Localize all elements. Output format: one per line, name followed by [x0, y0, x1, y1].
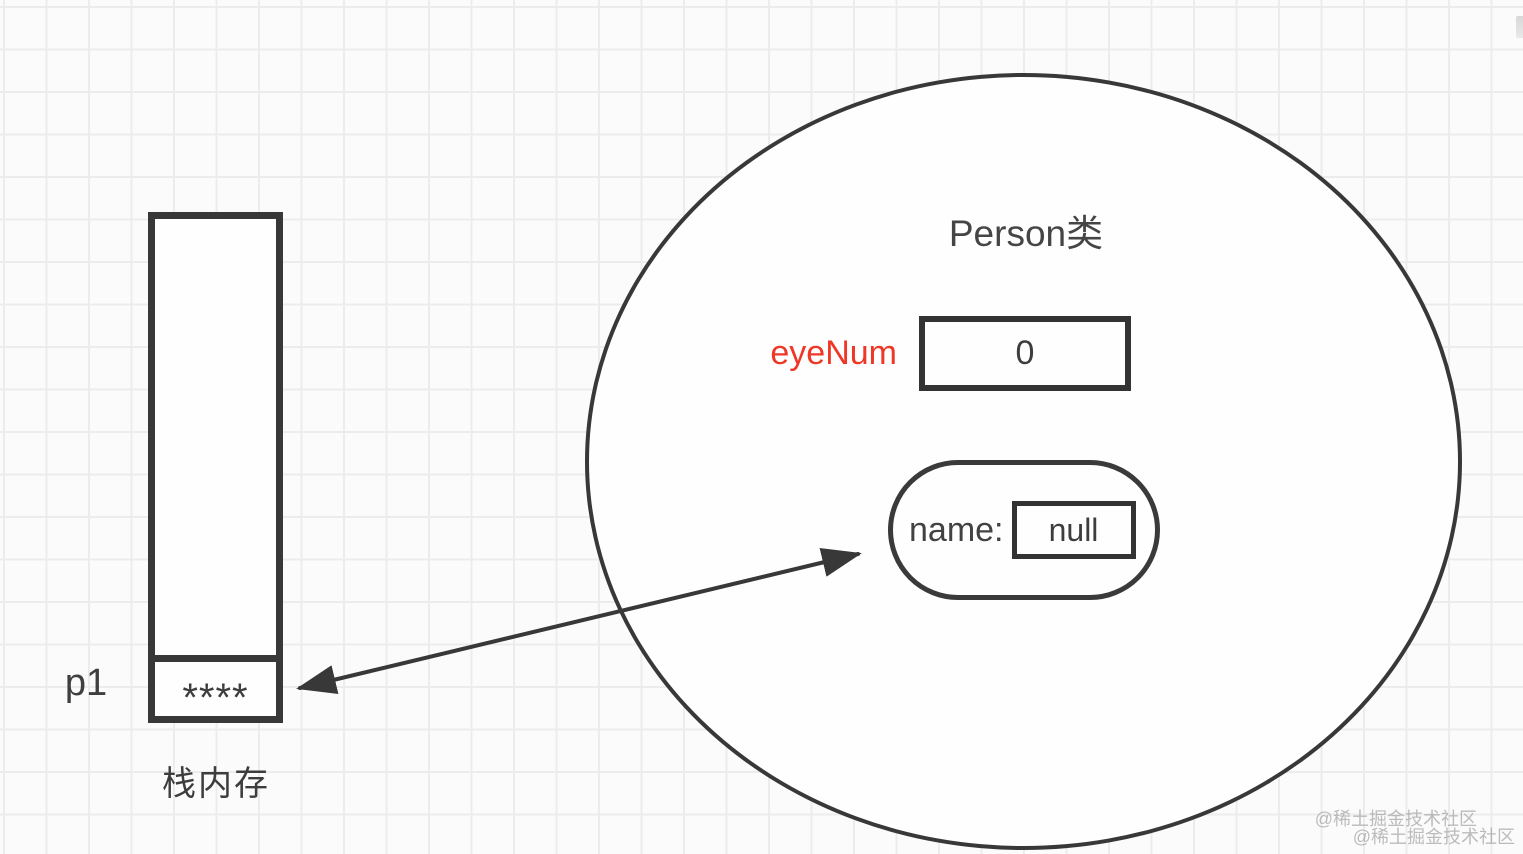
- person-class-title: Person类: [948, 213, 1104, 254]
- eyenum-value: 0: [1015, 334, 1035, 372]
- scrollbar-artifact: [1516, 16, 1523, 38]
- eyenum-field-label: eyeNum: [770, 334, 897, 372]
- name-value-box: null: [1011, 501, 1136, 559]
- stack-cell-p1: ****: [148, 655, 283, 723]
- watermark-line-1: @稀土掘金技术社区: [1314, 809, 1477, 829]
- name-field-label: name:: [909, 510, 1004, 549]
- stack-memory-box: [148, 212, 283, 723]
- eyenum-value-box: 0: [919, 316, 1131, 391]
- stack-memory-caption: 栈内存: [162, 765, 270, 803]
- name-field-capsule: name: null: [888, 460, 1160, 600]
- pointer-variable-label: p1: [64, 662, 108, 704]
- watermark-line-2: @稀土掘金技术社区: [1352, 827, 1515, 847]
- name-value: null: [1048, 511, 1099, 548]
